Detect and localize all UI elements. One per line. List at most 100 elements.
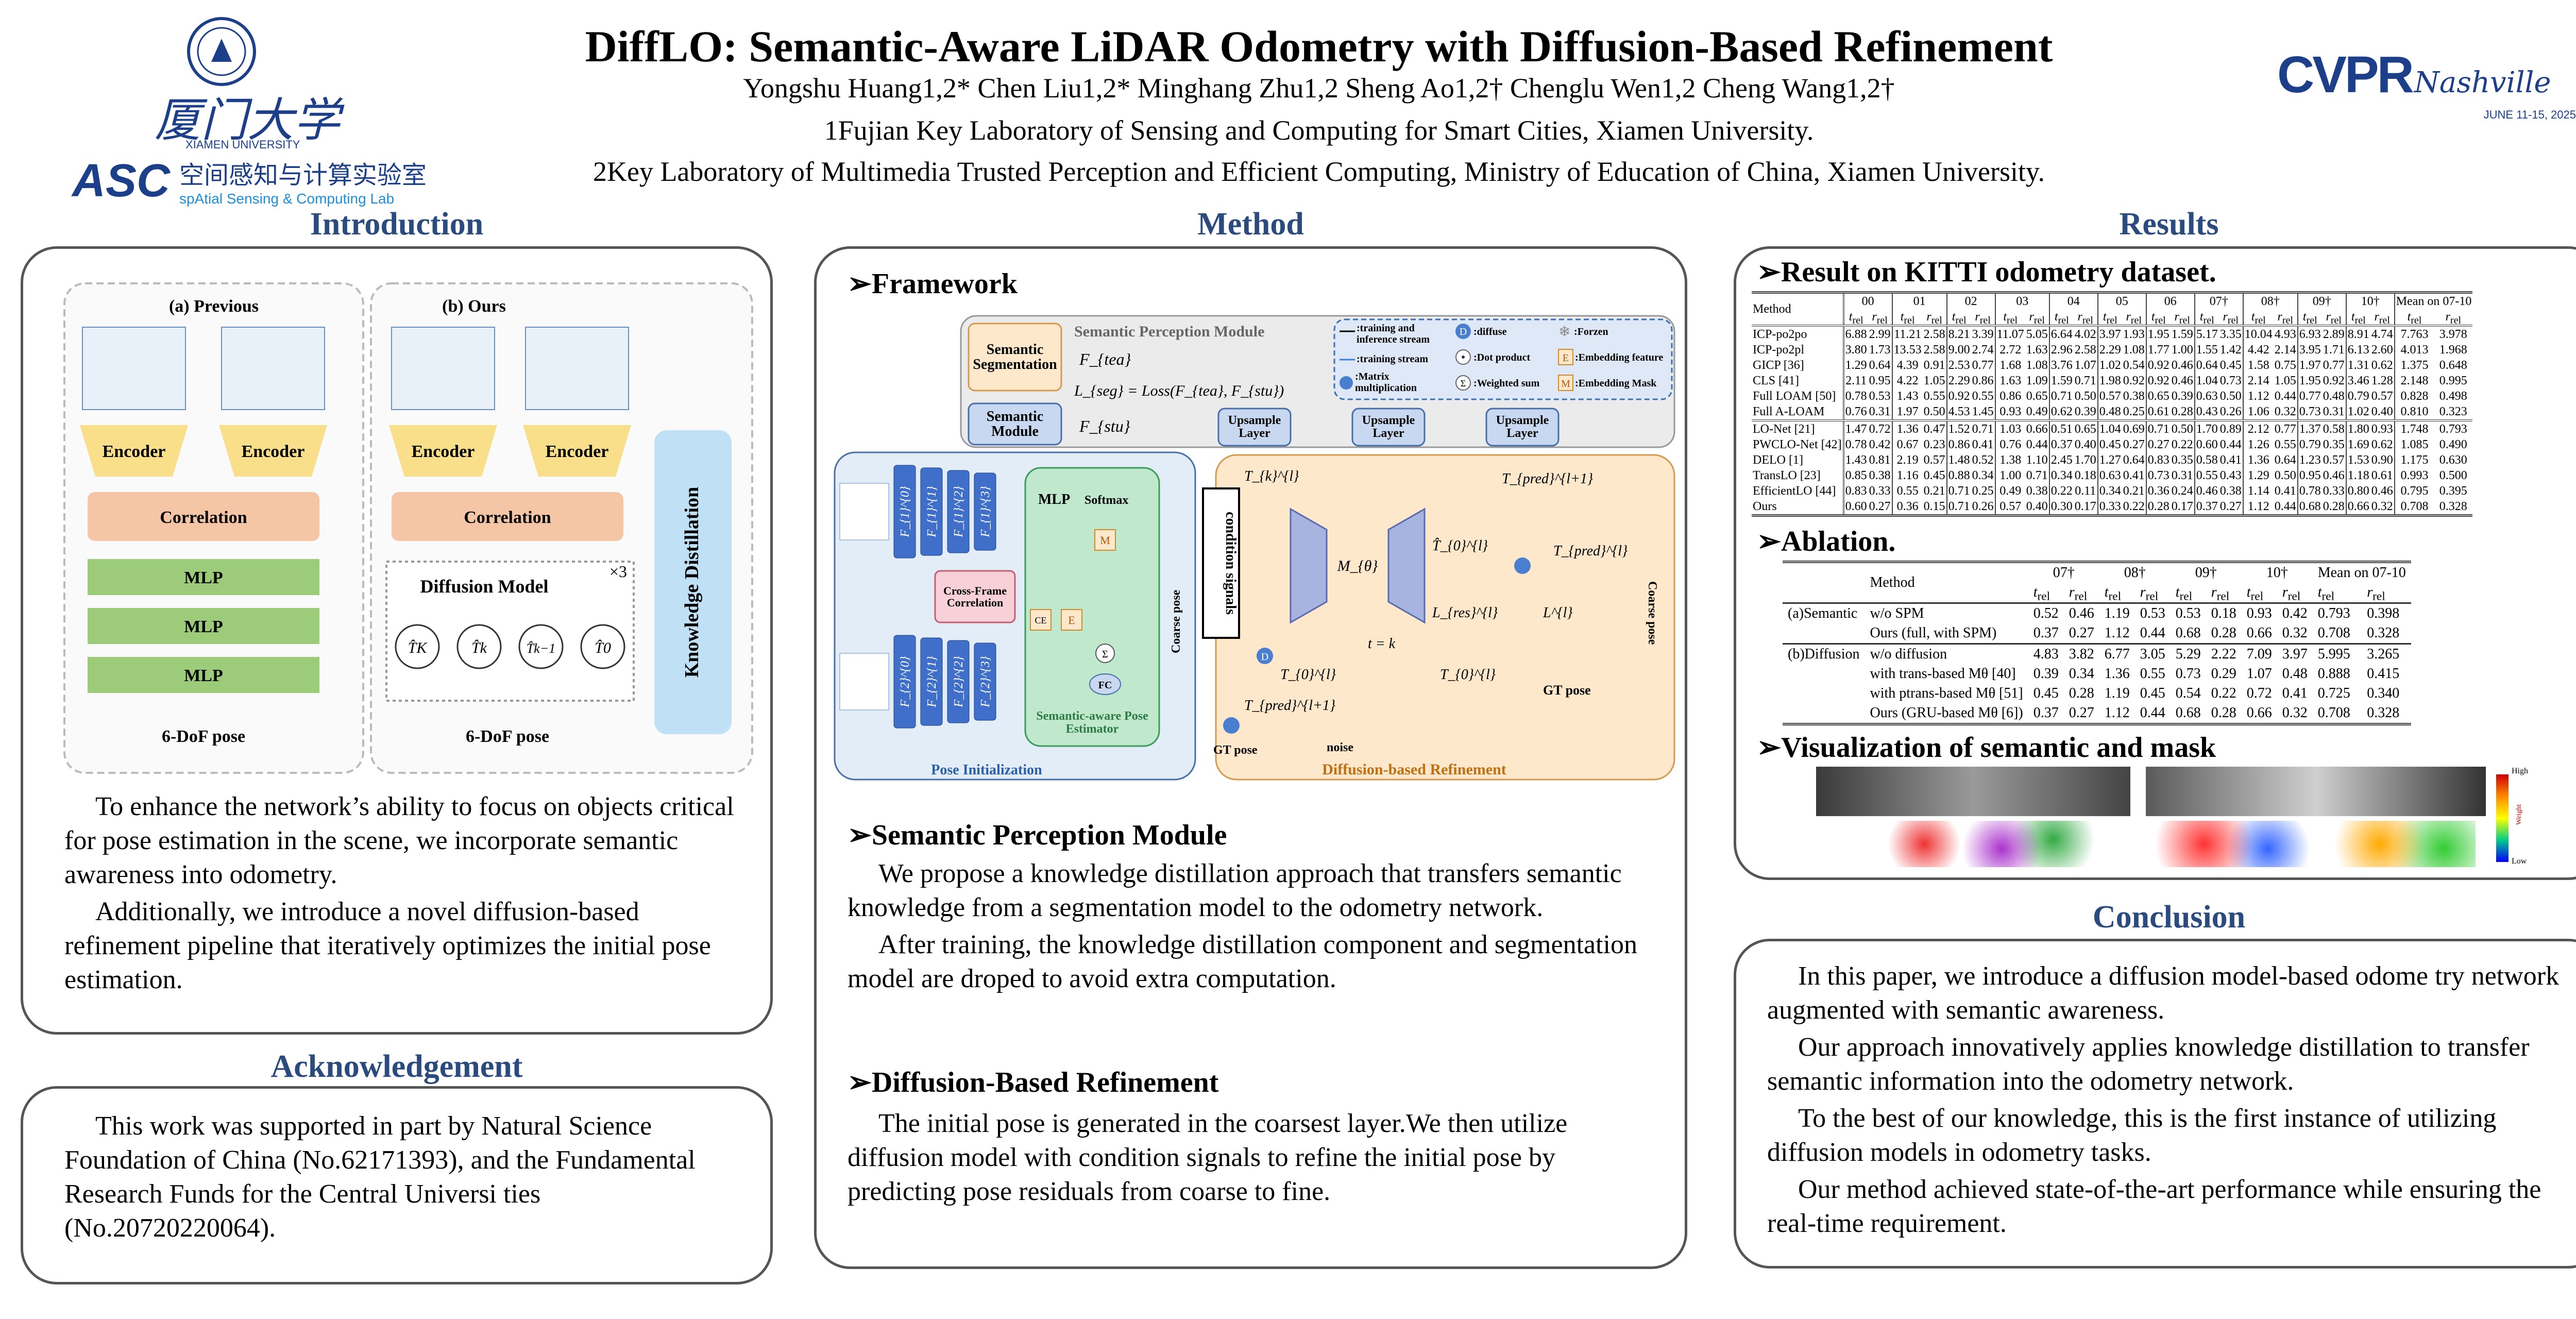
loss-res-label: L_{res}^{l} — [1432, 605, 1498, 621]
table-cell: 0.44 — [2273, 499, 2298, 516]
condition-signals-label: condition signals — [1223, 512, 1239, 615]
table-cell: 0.27 — [2069, 625, 2094, 641]
table-cell: 0.34 — [2069, 666, 2094, 682]
colorbar-low: Low — [2512, 857, 2527, 866]
table-cell: 0.35 — [2321, 437, 2347, 452]
metric-header: rrel — [2445, 310, 2462, 326]
upsample-label: Upsample Layer — [1496, 413, 1549, 440]
table-cell: 11.07 — [1995, 325, 2025, 342]
table-cell: 4.93 — [2273, 325, 2298, 342]
table-cell: 0.33 — [2099, 500, 2121, 513]
table-cell: 0.73 — [2299, 405, 2321, 418]
metric-header: trel — [2033, 584, 2050, 603]
frame-1-features: F_{1}^{0} F_{1}^{1} F_{1}^{2} F_{1}^{3} — [893, 465, 996, 559]
table-cell: 6.88 — [1843, 325, 1868, 342]
table-cell: 0.92 — [2122, 373, 2147, 388]
feature-label: F_{2}^{1} — [925, 656, 939, 708]
table-cell: 0.44 — [2218, 437, 2244, 452]
framework-diagram: Semantic Perception Module Semantic Segm… — [834, 315, 1675, 781]
svg-text:Σ: Σ — [1461, 378, 1466, 388]
previous-label: (a) Previous — [169, 297, 259, 316]
group-name: (b)Diffusion — [1783, 643, 1865, 664]
method-name: Full A-LOAM — [1752, 404, 1844, 420]
table-cell: 0.77 — [2321, 358, 2347, 373]
table-cell: 3.35 — [2218, 325, 2244, 342]
group-name — [1783, 703, 1865, 724]
table-cell: 1.63 — [2025, 342, 2050, 358]
feature-block — [947, 640, 970, 723]
intro-comparison-diagram: (a) Previous (b) Ours Encoder Encoder En… — [63, 282, 753, 774]
table-cell: 4.74 — [2370, 325, 2395, 342]
table-cell: 0.83 — [2147, 453, 2170, 467]
t0-hat-label: T̂_{0}^{l} — [1432, 538, 1488, 554]
table-cell: 0.83 — [1845, 484, 1867, 498]
table-cell: 0.888 — [2317, 666, 2350, 682]
table-cell: 0.55 — [2140, 666, 2165, 682]
table-cell: 0.27 — [2147, 438, 2170, 451]
table-cell: 1.80 — [2346, 419, 2370, 437]
table-cell: 0.55 — [1971, 388, 1996, 404]
table-cell: 0.708 — [2317, 625, 2350, 641]
table-cell: 0.22 — [2170, 437, 2195, 452]
matmul-icon — [1514, 557, 1531, 574]
table-cell: 0.68 — [2175, 705, 2201, 721]
table-cell: 0.65 — [2147, 390, 2170, 403]
semantic-visualization-image — [1816, 767, 2130, 870]
diffusion-states: T̂K T̂k T̂k−1 T̂0 — [395, 624, 625, 669]
legend: :training and inference stream :training… — [1333, 318, 1673, 400]
feature-block — [974, 642, 996, 721]
table-cell: 2.72 — [1999, 343, 2022, 357]
table-cell: 0.49 — [1999, 484, 2022, 498]
table-cell: 0.54 — [2122, 358, 2147, 373]
table-cell: 1.77 — [2147, 343, 2170, 357]
table-cell: 0.22 — [2211, 685, 2236, 701]
semantic-module-label: Semantic Module — [986, 408, 1044, 439]
table-cell: 0.28 — [2211, 625, 2236, 641]
table-cell: 0.50 — [1922, 404, 1947, 420]
correlation-label: Correlation — [160, 508, 247, 527]
coarse-pose-label: Coarse pose — [1170, 589, 1183, 653]
upsample-layers: Upsample Layer Upsample Layer Upsample L… — [1217, 408, 1560, 447]
fc-label: FC — [1098, 680, 1112, 691]
table-cell: 0.53 — [2134, 602, 2171, 623]
group-name: (a)Semantic — [1783, 602, 1865, 623]
feature-block — [920, 637, 943, 726]
method-name: with ptrans-based Mθ [51] — [1870, 685, 2023, 701]
table-cell: 0.28 — [2321, 499, 2347, 516]
table-cell: 0.41 — [2282, 685, 2308, 701]
mask-visualization-image — [2146, 767, 2486, 870]
table-cell: 0.55 — [2273, 437, 2298, 452]
ours-label: (b) Ours — [442, 297, 506, 316]
group-name — [1783, 684, 1865, 703]
table-cell: 1.29 — [1845, 359, 1867, 372]
table-cell: 1.07 — [2073, 358, 2098, 373]
cvpr-logo-date: JUNE 11-15, 2025 — [2483, 108, 2576, 121]
table-cell: 1.93 — [2122, 325, 2147, 342]
knowledge-distillation-label: Knowledge Distillation — [681, 487, 703, 678]
table-cell: 3.97 — [2097, 325, 2122, 342]
mlp-label: MLP — [184, 666, 223, 685]
table-cell: 0.708 — [2317, 705, 2350, 721]
svg-text:Σ: Σ — [1102, 649, 1108, 660]
table-cell: 0.78 — [1845, 438, 1867, 451]
xmu-logo-en: XIAMEN UNIVERSITY — [185, 138, 300, 151]
table-cell: 1.36 — [2104, 666, 2130, 682]
table-cell: 8.91 — [2346, 325, 2370, 342]
table-cell: 1.70 — [2194, 419, 2219, 437]
metric-header: trel — [2251, 310, 2266, 326]
metric-header: trel — [2104, 584, 2122, 603]
legend-train: :training stream — [1357, 353, 1429, 365]
table-cell: 0.57 — [1999, 500, 2022, 513]
table-cell: 0.46 — [2196, 484, 2218, 498]
metric-header: trel — [2199, 310, 2214, 326]
table-cell: 1.31 — [2347, 359, 2369, 372]
xmu-logo — [170, 15, 273, 88]
metric-header: trel — [1900, 310, 1915, 326]
f-tea-label: F_{tea} — [1079, 350, 1131, 368]
table-cell: 0.22 — [2122, 499, 2147, 516]
table-cell: 0.67 — [1896, 438, 1919, 451]
table-cell: 1.70 — [2073, 452, 2098, 468]
